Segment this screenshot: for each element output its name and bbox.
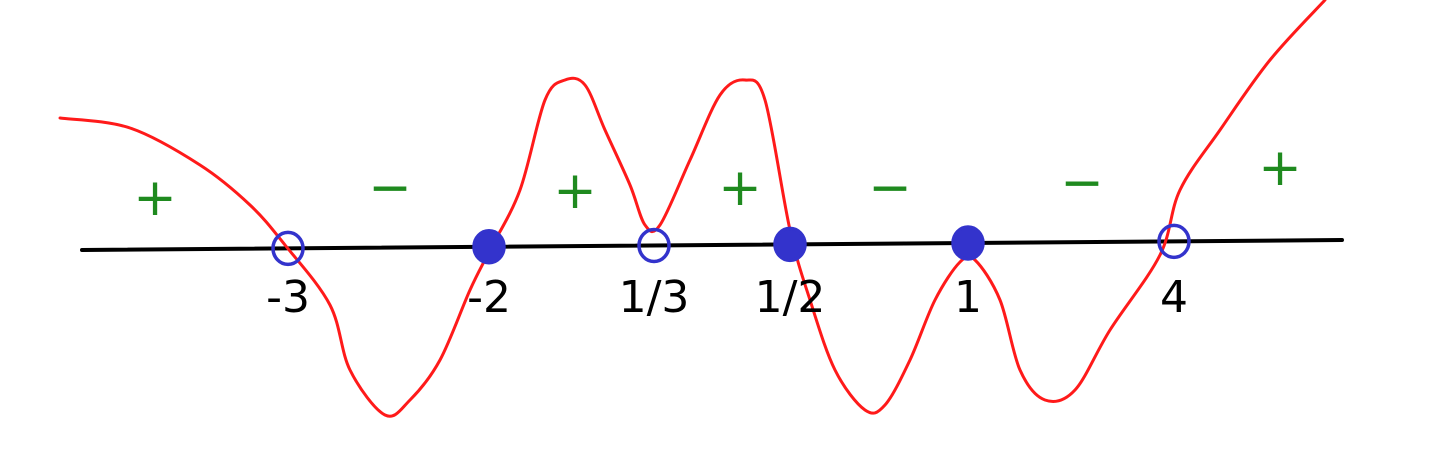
point-label: 1 — [954, 272, 982, 323]
sign-label: + — [718, 158, 762, 218]
point-label: 1/3 — [619, 272, 690, 323]
number-line — [80, 238, 1344, 252]
sign-label: + — [553, 161, 597, 221]
sign-label: + — [1258, 138, 1302, 198]
sign-label: − — [368, 158, 412, 218]
open-point — [1157, 223, 1191, 260]
function-curve — [58, 0, 1327, 418]
closed-point — [773, 226, 807, 263]
point-label: -2 — [467, 272, 511, 323]
sign-label: − — [868, 158, 912, 218]
open-point — [637, 227, 671, 264]
point-label: 1/2 — [755, 272, 826, 323]
sign-label: + — [133, 168, 177, 228]
open-point — [271, 230, 305, 267]
point-label: -3 — [266, 272, 310, 323]
closed-point — [951, 225, 985, 261]
point-label: 4 — [1160, 272, 1188, 323]
sign-label: − — [1060, 153, 1104, 213]
closed-point — [472, 229, 506, 265]
